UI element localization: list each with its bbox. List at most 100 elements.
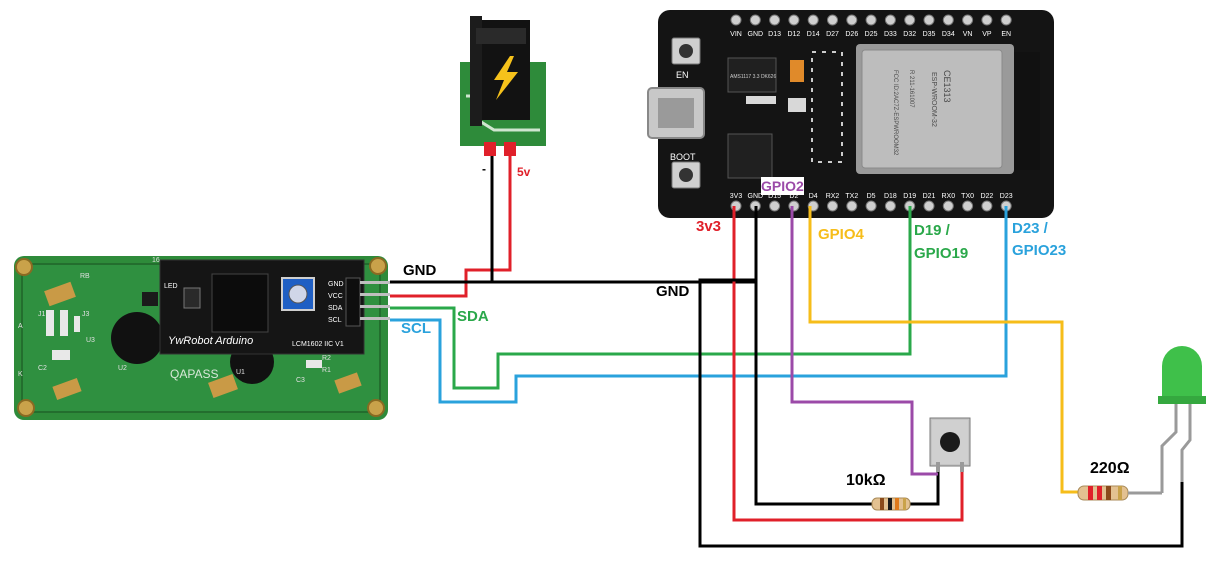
gnd-lcd-label: GND [403, 262, 437, 279]
esp32-top-pin-label: D25 [865, 31, 878, 38]
scl-label: SCL [401, 320, 431, 337]
jack-pin-neg [484, 142, 496, 156]
esp32-top-pin [962, 14, 974, 26]
silk-c3: C3 [296, 377, 305, 384]
resistor-10k [871, 497, 911, 511]
esp32-top-pin-label: D32 [903, 31, 916, 38]
esp32-top-pin-label: EN [1001, 31, 1011, 38]
esp32-top-pin-label: D35 [923, 31, 936, 38]
silk-j3: J3 [82, 311, 90, 318]
lcd-pin-label-gnd: GND [328, 281, 344, 288]
mount-hole [17, 399, 35, 417]
esp32-bottom-pin [981, 200, 993, 212]
d23-label-2: GPIO23 [1012, 242, 1067, 259]
esp32-top-pin [827, 14, 838, 26]
regulator-text: AMS1117 3.3 DK626 [730, 74, 776, 80]
orange-cap [790, 60, 804, 82]
esp32-bottom-pin-label: D19 [903, 193, 916, 200]
esp32-bottom-pin-label: D15 [768, 193, 781, 200]
esp32-top-pin-label: D27 [826, 31, 839, 38]
esp32-top-pin [730, 14, 742, 26]
gpio2-label: GPIO2 [761, 177, 804, 195]
esp32-bottom-pin [884, 200, 896, 212]
v5-label: 5v [517, 165, 531, 179]
usb-uart-chip [727, 133, 773, 179]
lcd-module: YwRobot Arduino LCM1602 IIC V1 QAPASS LE… [14, 256, 390, 420]
wire-gpio4 [808, 206, 1082, 494]
esp32-bottom-pin [846, 200, 858, 212]
esp32-top-pin [884, 14, 896, 26]
silk-c2: C2 [38, 365, 47, 372]
esp32-bottom-pin [962, 200, 974, 212]
lcd-brand-text: QAPASS [170, 367, 218, 381]
esp32-top-pin-label: VP [982, 31, 992, 38]
esp32-top-pin [788, 14, 800, 26]
esp32-top-pin-label: D26 [845, 31, 858, 38]
esp32-bottom-pin-label: D23 [1000, 193, 1013, 200]
esp32-top-pin [904, 14, 916, 26]
mount-hole [369, 257, 387, 275]
r10k-label: 10kΩ [846, 472, 886, 489]
esp32-top-pin [865, 14, 877, 26]
jack-pin-pos [504, 142, 516, 156]
silk-rb: RB [80, 273, 90, 280]
lcd-header-pins [360, 281, 390, 320]
lcd-pin-label-vcc: VCC [328, 293, 343, 300]
esp32-top-pin-label: D33 [884, 31, 897, 38]
silk-j1: J1 [38, 311, 46, 318]
esp32-top-pin-label: D14 [807, 31, 820, 38]
wires [390, 156, 1184, 548]
esp32-top-pin-label: D13 [768, 31, 781, 38]
wire-scl [390, 206, 1008, 404]
esp32-bottom-pin-label: D22 [980, 193, 993, 200]
esp32-bottom-pin [827, 200, 838, 212]
esp32-top-pin [807, 14, 819, 26]
green-led [1158, 346, 1206, 493]
module-text-2: FCC ID:2AC7Z-ESPWROOM32 [892, 70, 898, 156]
esp32-bottom-pin-label: D18 [884, 193, 897, 200]
esp32-top-pin-label: VN [963, 31, 973, 38]
esp32-bottom-pin-label: TX2 [845, 193, 858, 200]
silk-16: 16 [152, 257, 160, 264]
esp32-bottom-pin [769, 200, 781, 212]
gnd-mid-label: GND [656, 283, 690, 300]
esp32-bottom-pin-label: D2 [789, 193, 798, 200]
esp32-top-pin [846, 14, 858, 26]
wire-3v3 [732, 206, 964, 522]
lcd-board-text: YwRobot Arduino [168, 335, 253, 347]
esp32-top-pin [1000, 14, 1012, 26]
wire-sda [390, 206, 912, 390]
resistor-220 [1077, 485, 1162, 501]
d23-label-1: D23 / [1012, 220, 1048, 237]
lcd-pin-label-sda: SDA [328, 305, 343, 312]
esp32-bottom-pin-label: GND [748, 193, 764, 200]
silk-a: A [18, 323, 23, 330]
wire-5v [390, 156, 512, 298]
lcd-led-text: LED [164, 283, 178, 290]
wire-gnd-10k [754, 206, 874, 506]
esp32-bottom-pin-label: RX0 [941, 193, 955, 200]
wire-gpio2 [790, 206, 938, 476]
silk-r1: R1 [322, 367, 331, 374]
esp32-bottom-pin-label: D4 [809, 193, 818, 200]
dc-barrel-jack [460, 16, 546, 156]
esp32-bottom-pin [923, 200, 935, 212]
esp32-top-pin-label: D12 [787, 31, 800, 38]
esp32-bottom-pin [942, 200, 954, 212]
r220-label: 220Ω [1090, 460, 1130, 477]
esp32-bottom-pin-label: D5 [867, 193, 876, 200]
silk-r2: R2 [322, 355, 331, 362]
esp32-top-pin [923, 14, 935, 26]
lcd-pin-label-scl: SCL [328, 317, 342, 324]
en-label: EN [676, 70, 689, 80]
module-text-3: CE1313 [942, 70, 952, 103]
push-button[interactable] [929, 417, 971, 472]
wire-10k-btn [908, 466, 940, 506]
esp32-bottom-pin-label: RX2 [826, 193, 840, 200]
module-text-4: R 211-161007 [908, 70, 914, 108]
esp32-top-pin-label: VIN [730, 31, 742, 38]
module-text-1: ESP-WROOM-32 [930, 72, 937, 127]
